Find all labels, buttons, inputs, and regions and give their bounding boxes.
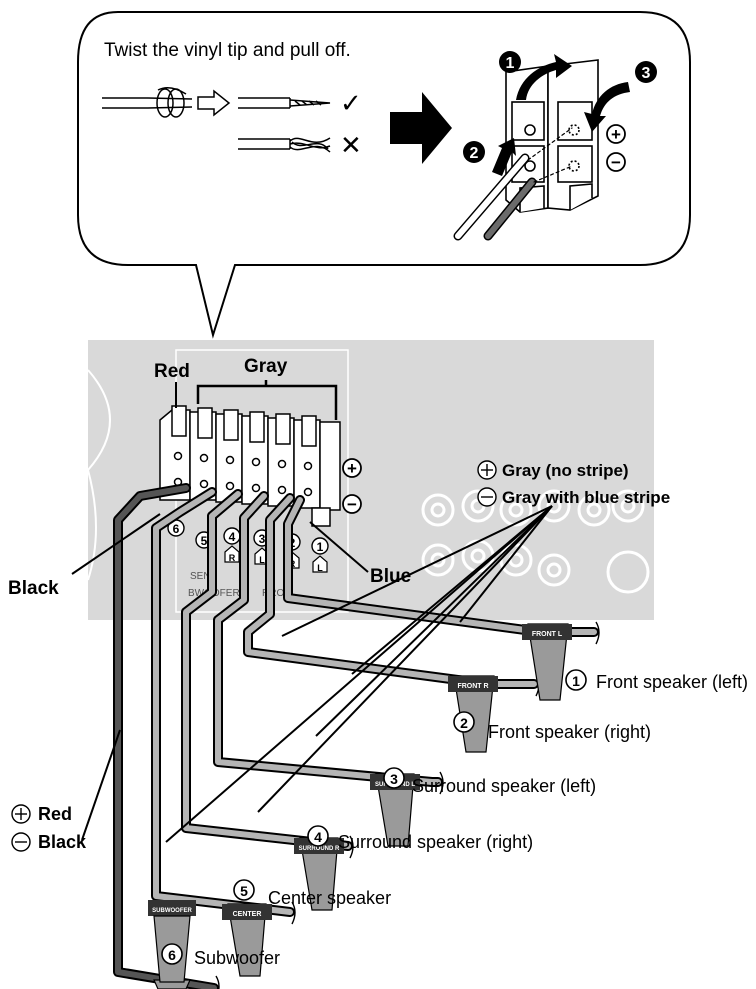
terminal-block: [159, 405, 341, 527]
legend-red-plus: Red: [38, 804, 72, 824]
rca-jacks: [421, 489, 650, 594]
step-1-number: 1: [506, 55, 515, 72]
panel-number-5: 5: [201, 534, 208, 548]
panel-polarity: + −: [342, 458, 362, 514]
legend-black-minus: Black: [38, 832, 87, 852]
panel-plus-symbol: +: [347, 459, 357, 478]
wire-bad-illustration: [238, 137, 331, 153]
step-2-badge: [463, 141, 485, 163]
wire-twist-illustration: [102, 87, 193, 118]
tag-center: CENTER: [233, 911, 262, 918]
label-gray: Gray: [244, 356, 288, 377]
gray-legend: Gray (no stripe) Gray with blue stripe: [477, 460, 670, 507]
panel-number-1: 1: [317, 540, 324, 554]
detail-wires: [453, 127, 573, 241]
speaker-number-6: 6: [168, 947, 176, 963]
gray-bracket: [196, 380, 338, 420]
hollow-arrow: [197, 89, 231, 117]
step-1-badge: [499, 51, 521, 73]
panel-side-3: L: [259, 555, 265, 565]
big-arrow-icon: [390, 92, 452, 164]
speaker-label-center: Center speaker: [268, 888, 391, 908]
tag-surround-r: SURROUND R: [299, 846, 340, 852]
panel-number-6: 6: [173, 522, 180, 536]
panel-minus-symbol: −: [347, 495, 357, 514]
tag-subwoofer: SUBWOOFER: [152, 908, 192, 914]
cross-mark: ✕: [340, 130, 362, 160]
speaker-number-5: 5: [240, 883, 248, 899]
step-3-badge: [635, 61, 657, 83]
detail-plus-symbol: +: [611, 125, 621, 144]
speaker-tags: FRONT L FRONT R SURROUND L SURROUND R CE…: [153, 623, 572, 989]
speaker-number-1: 1: [572, 673, 580, 689]
step-badges: 1 3 2: [463, 51, 657, 163]
label-blue: Blue: [370, 566, 411, 587]
subwoofer-tag: SUBWOOFER: [148, 900, 196, 983]
panel-side-4: R: [229, 553, 236, 563]
panel-side-1: L: [317, 563, 323, 573]
detail-minus-symbol: −: [611, 153, 621, 172]
panel-text-rros: RROS: [262, 588, 291, 599]
speaker-number-4: 4: [314, 829, 322, 845]
legend-gray-plus: Gray (no stripe): [502, 461, 629, 480]
step-2-number: 2: [470, 145, 479, 162]
panel-number-3: 3: [259, 532, 266, 546]
terminal-detail: [505, 59, 599, 213]
check-mark: ✓: [340, 88, 362, 118]
legend-leader-lines: [71, 505, 553, 843]
detail-polarity: + −: [606, 124, 626, 172]
speaker-label-subwoofer: Subwoofer: [194, 948, 280, 968]
wire-good-illustration: [238, 97, 331, 109]
speaker-number-2: 2: [460, 715, 468, 731]
speaker-label-front-left: Front speaker (left): [596, 672, 748, 692]
label-red: Red: [154, 361, 190, 382]
speaker-label-front-right: Front speaker (right): [488, 722, 651, 742]
label-black: Black: [8, 578, 59, 599]
step-arrows: [492, 54, 630, 176]
panel-text-sen: SEN: [190, 571, 211, 582]
speaker-label-surround-left: Surround speaker (left): [412, 776, 596, 796]
red-black-legend: Red Black: [11, 804, 87, 852]
speaker-number-3: 3: [390, 771, 398, 787]
speaker-labels: 1 Front speaker (left) 2 Front speaker (…: [161, 669, 748, 968]
callout-instruction: Twist the vinyl tip and pull off.: [104, 40, 351, 61]
tag-front-l: FRONT L: [532, 631, 563, 638]
panel-number-4: 4: [229, 530, 236, 544]
tag-front-r: FRONT R: [457, 683, 488, 690]
speaker-label-surround-right: Surround speaker (right): [338, 832, 533, 852]
legend-gray-minus: Gray with blue stripe: [502, 488, 670, 507]
step-3-number: 3: [642, 65, 651, 82]
